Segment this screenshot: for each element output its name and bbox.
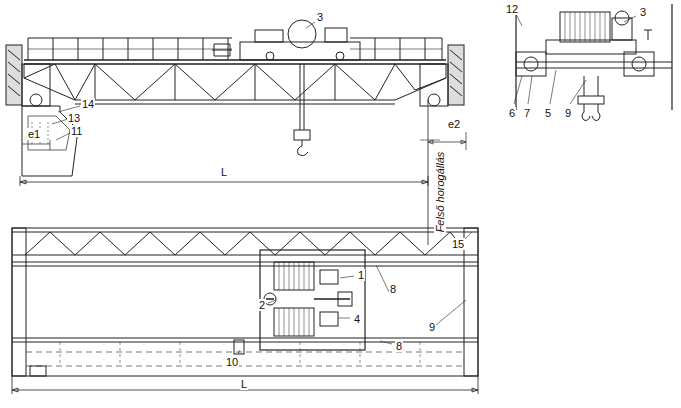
callout-number: 8 xyxy=(395,340,403,352)
callout-number: 7 xyxy=(523,107,531,119)
elevation-view xyxy=(6,20,466,245)
plan-view xyxy=(12,228,478,394)
callout-number: 13 xyxy=(67,112,81,124)
callout-number: e1 xyxy=(27,128,41,140)
callout-number: 3 xyxy=(316,11,324,23)
callout-number: 5 xyxy=(544,107,552,119)
callout-number: L xyxy=(240,378,248,390)
callout-number: 4 xyxy=(353,313,361,325)
callout-number: 1 xyxy=(357,269,365,281)
callout-number: 9 xyxy=(564,107,572,119)
callout-number: 15 xyxy=(451,238,465,250)
callout-number: 3 xyxy=(639,6,647,18)
callout-number: 8 xyxy=(389,283,397,295)
callout-number: L xyxy=(220,166,228,178)
side-view xyxy=(514,4,672,121)
callout-number: 12 xyxy=(505,3,519,15)
callout-number: 11 xyxy=(70,125,83,137)
callout-number: 10 xyxy=(225,356,239,368)
callout-number: 9 xyxy=(428,321,436,333)
callout-number: 6 xyxy=(508,107,516,119)
callout-number: e2 xyxy=(447,118,461,130)
callout-number: Felső horogállás xyxy=(434,151,446,234)
callout-number: 2 xyxy=(258,299,266,311)
callout-number: 14 xyxy=(81,98,95,110)
